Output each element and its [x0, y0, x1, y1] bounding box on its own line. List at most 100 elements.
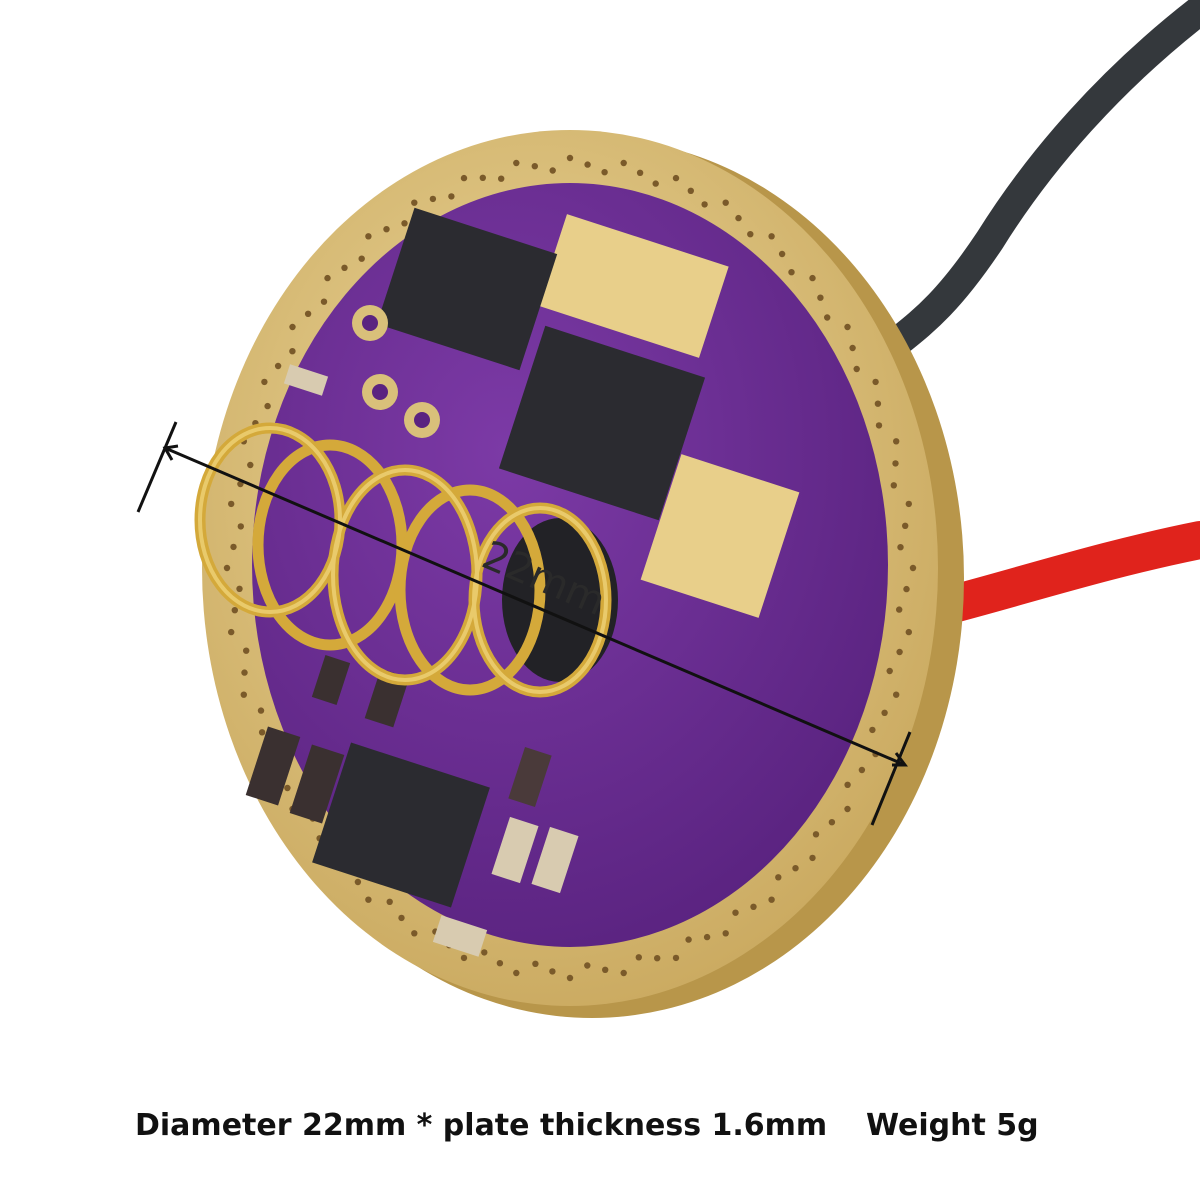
via-dot [817, 294, 824, 301]
via-dot [853, 365, 860, 373]
via-dot [672, 954, 680, 962]
via-dot [549, 167, 556, 174]
via-dot [652, 180, 659, 187]
via-dot [341, 264, 348, 271]
via-dot [893, 438, 900, 445]
via-dot [289, 323, 296, 331]
via-dot [481, 949, 488, 956]
via-dot [892, 460, 899, 467]
via-dot [274, 362, 282, 370]
via-dot [875, 422, 883, 429]
via-dot [685, 936, 692, 943]
via-dot [792, 865, 799, 872]
mosfet-chip-2 [498, 325, 706, 521]
via-dot [902, 522, 909, 529]
via-dot [498, 175, 505, 182]
via-dot [824, 314, 831, 321]
via-dot [411, 930, 418, 937]
via-dot [566, 154, 574, 162]
via-dot [788, 269, 795, 276]
via-dot [448, 193, 455, 200]
via-dot [869, 726, 876, 734]
via-dot [320, 298, 328, 305]
via-dot [429, 195, 437, 203]
via-dot [909, 564, 917, 572]
caption-dimensions: Diameter 22mm * plate thickness 1.6mm [135, 1108, 828, 1143]
via-dot [584, 962, 591, 969]
via-dot [479, 174, 486, 181]
via-dot [858, 766, 866, 774]
via-dot [460, 174, 468, 182]
via-dot [549, 968, 556, 975]
via-dot [732, 909, 739, 916]
via-dot [324, 274, 331, 282]
via-dot [257, 707, 265, 714]
via-dot [383, 226, 390, 233]
via-dot [240, 691, 247, 698]
via-dot [531, 163, 538, 170]
via-dot [896, 606, 903, 613]
via-dot [228, 500, 235, 508]
gold-pad-mid [640, 454, 800, 618]
via-dot [750, 903, 757, 910]
via-dot [872, 378, 879, 386]
black-wire [885, 0, 1200, 355]
via-dot [264, 402, 271, 410]
caption-weight: Weight 5g [866, 1108, 1039, 1143]
via-dot [687, 187, 694, 194]
via-dot [304, 310, 312, 317]
via-dot [237, 523, 244, 530]
via-dot [601, 169, 608, 176]
via-dot [635, 954, 642, 961]
via-dot [905, 628, 912, 636]
via-dot [886, 667, 893, 675]
via-dot [289, 348, 296, 355]
via-dot [703, 933, 711, 941]
via-dot [881, 709, 888, 716]
mosfet-chip-1 [376, 207, 558, 371]
via-dot [654, 955, 661, 962]
via-dot [247, 461, 254, 469]
via-dot [401, 220, 408, 227]
via-dot [809, 854, 816, 862]
via-dot [258, 729, 266, 736]
via-dot [874, 400, 882, 407]
via-dot [231, 607, 238, 614]
dimension-line [136, 421, 912, 826]
via-dot [532, 960, 539, 967]
via-dot [722, 930, 729, 937]
via-dot [411, 199, 418, 206]
via-dot [236, 585, 243, 592]
via-dot [228, 628, 235, 636]
via-dot [358, 255, 365, 262]
via-dot [844, 805, 851, 813]
via-dot [513, 969, 520, 977]
via-dot [903, 585, 910, 593]
via-dot [261, 378, 268, 386]
via-dot [620, 159, 627, 167]
via-dot [844, 781, 851, 788]
via-dot [354, 878, 362, 886]
via-dot [896, 648, 903, 656]
via-dot [566, 974, 574, 982]
via-dot [747, 231, 754, 238]
via-dot [828, 819, 836, 826]
via-dot [812, 831, 820, 838]
via-dot [223, 564, 231, 572]
via-dot [365, 896, 372, 903]
via-dot [513, 159, 520, 167]
via-holes [223, 154, 917, 982]
via-dot [284, 784, 291, 792]
gold-pad-top [537, 214, 729, 358]
via-dot [849, 344, 856, 352]
through-holes [352, 305, 440, 438]
via-dot [365, 233, 372, 240]
via-dot [243, 647, 250, 654]
via-dot [701, 201, 708, 208]
via-dot [386, 898, 393, 905]
via-dot [897, 544, 904, 551]
via-dot [775, 874, 782, 881]
via-dot [778, 250, 786, 258]
via-dot [620, 969, 627, 977]
